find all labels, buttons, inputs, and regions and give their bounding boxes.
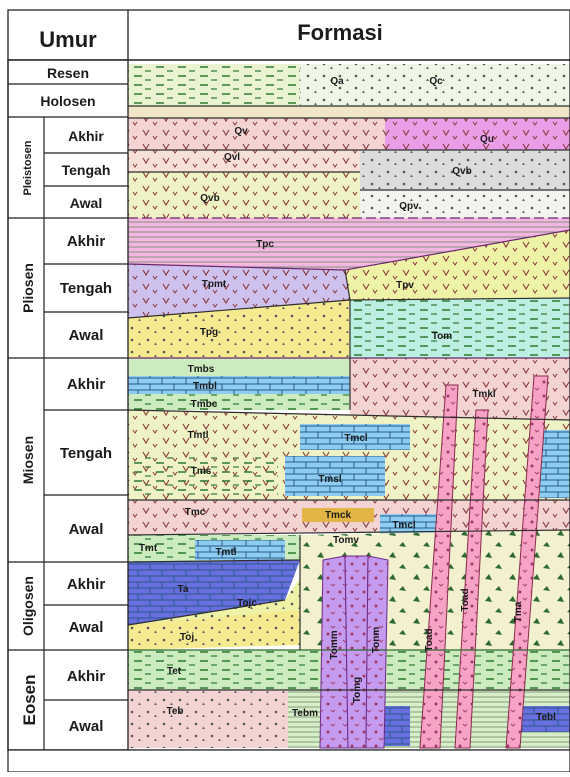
formation-tpmt: Tpmt [202,279,227,290]
formation-tmsl: Tmsl [318,474,342,485]
epoch-resen: Resen [47,65,89,81]
formation-tom: Tom [432,331,452,342]
formation-tmcl-lower: Tmcl [392,520,416,531]
formation-qvl: Qvl [224,152,240,163]
formation-toj: Toj [180,632,194,643]
formation-ta: Ta [178,584,189,595]
formation-toad-2: Toad [460,588,471,611]
formation-qvb-left: Qvb [200,193,219,204]
formation-qpv: Qpv [399,201,419,212]
formation-tmcl: Tmcl [344,433,368,444]
formation-tmkl: Tmkl [472,389,496,400]
age-column-title: Umur [39,27,97,52]
stage-miosen-tengah: Tengah [60,445,112,462]
stage-oligosen-akhir: Akhir [67,576,106,593]
formation-tpc: Tpc [256,239,274,250]
stage-eosen-akhir: Akhir [67,668,106,685]
formation-toad: Toad [424,628,435,651]
formation-tebm: Tebm [292,708,318,719]
header: Umur Formasi [8,10,570,60]
formation-tomm: Tomm [329,630,340,659]
epoch-oligosen: Oligosen [20,576,36,636]
formation-tomv: Tomv [333,535,359,546]
formation-qvb-right: Qvb [452,166,471,177]
formation-tpv: Tpv [396,280,414,291]
stage-eosen-awal: Awal [69,718,104,735]
formation-tmck: Tmck [325,510,352,521]
formation-tmbc: Tmbc [191,399,218,410]
formation-tmtl-lower: Tmtl [215,547,236,558]
stage-pliosen-akhir: Akhir [67,233,106,250]
stage-miosen-awal: Awal [69,521,104,538]
stage-pleistosen-awal: Awal [70,195,102,211]
formation-tmc: Tmc [185,507,206,518]
formation-tmbl: Tmbl [193,381,217,392]
stage-oligosen-awal: Awal [69,619,104,636]
formation-tojc: Tojc [237,598,257,609]
stage-pleistosen-akhir: Akhir [68,128,104,144]
formation-tms: Tms [191,466,212,477]
formation-tma: Tma [513,601,524,622]
formation-tpg: Tpg [200,327,218,338]
formation-tomg: Tomg [352,677,363,703]
caption-row [8,750,570,772]
epoch-pliosen: Pliosen [20,263,36,313]
formation-qu: Qu [480,134,494,145]
epoch-miosen: Miosen [20,436,36,484]
epoch-pleistosen: Pleistosen [22,140,34,195]
formation-qa: Qa [330,76,344,87]
stage-pliosen-tengah: Tengah [60,280,112,297]
formation-tmtl: Tmtl [187,430,208,441]
formation-qc: Qc [429,76,443,87]
formation-teb: Teb [166,706,183,717]
formation-tmbs: Tmbs [188,364,215,375]
stage-pliosen-awal: Awal [69,327,104,344]
stage-miosen-akhir: Akhir [67,376,106,393]
stage-pleistosen-tengah: Tengah [62,162,111,178]
epoch-holosen: Holosen [40,93,95,109]
formation-column-title: Formasi [297,20,383,45]
formation-tmt: Tmt [139,543,158,554]
formation-tonm: Tonm [371,627,382,654]
epoch-eosen: Eosen [20,674,39,725]
formation-tebl: Tebl [536,712,556,723]
formation-qv: Qv [234,126,248,137]
formation-tet: Tet [167,666,182,677]
